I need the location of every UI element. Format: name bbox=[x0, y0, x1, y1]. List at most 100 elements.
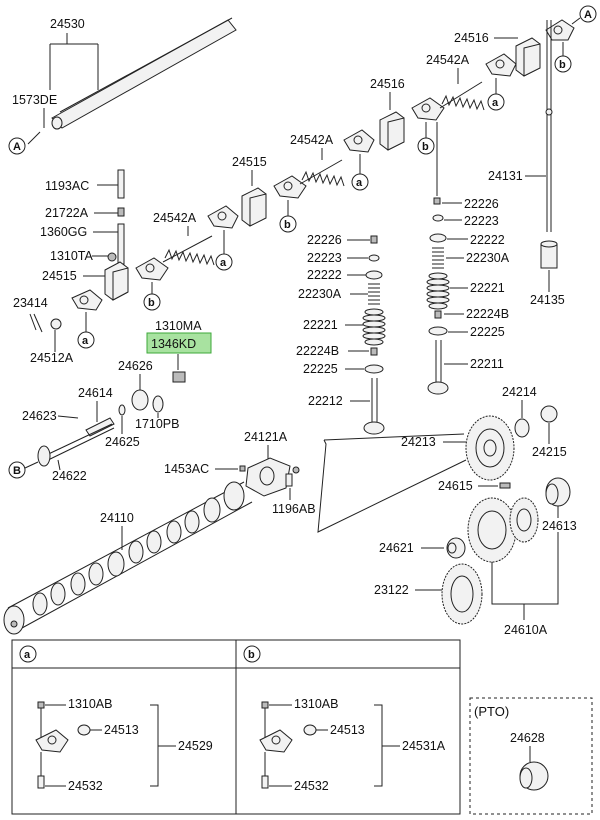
label-24121A[interactable]: 24121A bbox=[244, 430, 288, 444]
collar-24628[interactable] bbox=[519, 761, 549, 791]
label-24513-b[interactable]: 24513 bbox=[330, 723, 365, 737]
label-24214[interactable]: 24214 bbox=[502, 385, 537, 399]
rocker-shaft-24530[interactable] bbox=[51, 17, 237, 130]
valve-22212[interactable] bbox=[363, 378, 385, 435]
cam-gear-24213[interactable] bbox=[465, 415, 515, 481]
rocker-arm-a-mid[interactable] bbox=[207, 205, 239, 229]
valve-spring-22221-left[interactable] bbox=[362, 308, 386, 346]
label-1710PB[interactable]: 1710PB bbox=[135, 417, 179, 431]
rocker-arm-a-upper[interactable] bbox=[343, 129, 375, 153]
label-22223-left[interactable]: 22223 bbox=[307, 251, 342, 265]
inset-a-header: a bbox=[19, 645, 37, 663]
label-24131[interactable]: 24131 bbox=[488, 169, 523, 183]
label-22224B-left[interactable]: 22224B bbox=[296, 344, 339, 358]
label-23414[interactable]: 23414 bbox=[13, 296, 48, 310]
label-24110[interactable]: 24110 bbox=[100, 511, 134, 525]
spring-24542A-mid[interactable] bbox=[299, 159, 345, 187]
label-24542A-lower[interactable]: 24542A bbox=[153, 211, 197, 225]
camshaft-24110[interactable] bbox=[3, 481, 253, 635]
label-24626[interactable]: 24626 bbox=[118, 359, 153, 373]
label-1346KD[interactable]: 1346KD bbox=[151, 337, 196, 351]
label-22211[interactable]: 22211 bbox=[470, 357, 504, 371]
label-24532-a[interactable]: 24532 bbox=[68, 779, 103, 793]
push-rod-24131[interactable] bbox=[545, 20, 553, 232]
bracket-24515-upper[interactable] bbox=[241, 187, 267, 227]
spring-24542A-upper[interactable] bbox=[439, 81, 485, 111]
label-1573DE[interactable]: 1573DE bbox=[12, 93, 57, 107]
label-24532-b[interactable]: 24532 bbox=[294, 779, 329, 793]
label-23122[interactable]: 23122 bbox=[374, 583, 409, 597]
label-24135[interactable]: 24135 bbox=[530, 293, 565, 307]
rocker-arm-a-lower[interactable] bbox=[71, 289, 103, 311]
label-24515-lower[interactable]: 24515 bbox=[42, 269, 77, 283]
spring-24542A-lower[interactable] bbox=[162, 235, 215, 266]
label-24628[interactable]: 24628 bbox=[510, 731, 545, 745]
label-22222-right[interactable]: 22222 bbox=[470, 233, 505, 247]
label-24516-top[interactable]: 24516 bbox=[454, 31, 489, 45]
label-22230A-left[interactable]: 22230A bbox=[298, 287, 342, 301]
idler-shaft-24622[interactable] bbox=[37, 423, 115, 467]
rocker-arm-b-upper[interactable] bbox=[411, 97, 445, 121]
bracket-24516-top[interactable] bbox=[515, 37, 541, 77]
label-22226-right[interactable]: 22226 bbox=[464, 197, 499, 211]
rocker-arm-24531A[interactable] bbox=[259, 729, 293, 753]
bearing-24621[interactable] bbox=[446, 537, 466, 559]
label-22225-right[interactable]: 22225 bbox=[470, 325, 505, 339]
label-22230A-right[interactable]: 22230A bbox=[466, 251, 510, 265]
label-1453AC[interactable]: 1453AC bbox=[164, 462, 209, 476]
label-24542A-upper[interactable]: 24542A bbox=[426, 53, 470, 67]
label-24625[interactable]: 24625 bbox=[105, 435, 140, 449]
valve-spring-22230A-left[interactable] bbox=[368, 283, 380, 305]
label-24623[interactable]: 24623 bbox=[22, 409, 57, 423]
label-1193AC[interactable]: 1193AC bbox=[45, 179, 89, 193]
label-22221-left[interactable]: 22221 bbox=[303, 318, 338, 332]
label-24621[interactable]: 24621 bbox=[379, 541, 414, 555]
rocker-arm-b-lower[interactable] bbox=[135, 257, 169, 281]
label-24622[interactable]: 24622 bbox=[52, 469, 87, 483]
label-24516-mid[interactable]: 24516 bbox=[370, 77, 405, 91]
bracket-24516-mid[interactable] bbox=[379, 111, 405, 151]
collar-24613[interactable] bbox=[545, 477, 571, 507]
label-24529[interactable]: 24529 bbox=[178, 739, 213, 753]
label-1310MA[interactable]: 1310MA bbox=[155, 319, 202, 333]
svg-text:a: a bbox=[24, 649, 31, 661]
label-24515-upper[interactable]: 24515 bbox=[232, 155, 267, 169]
label-22224B-right[interactable]: 22224B bbox=[466, 307, 509, 321]
label-22223-right[interactable]: 22223 bbox=[464, 214, 499, 228]
label-1310TA[interactable]: 1310TA bbox=[50, 249, 94, 263]
rocker-arm-a-top[interactable] bbox=[485, 53, 517, 77]
label-24213[interactable]: 24213 bbox=[401, 435, 436, 449]
label-21722A[interactable]: 21722A bbox=[45, 206, 89, 220]
label-1310AB-a[interactable]: 1310AB bbox=[68, 697, 112, 711]
label-24610A[interactable]: 24610A bbox=[504, 623, 548, 637]
label-1310AB-b[interactable]: 1310AB bbox=[294, 697, 338, 711]
label-24542A-mid[interactable]: 24542A bbox=[290, 133, 334, 147]
tappet-24135[interactable] bbox=[540, 240, 558, 269]
label-24613[interactable]: 24613 bbox=[542, 519, 577, 533]
label-24614[interactable]: 24614 bbox=[78, 386, 113, 400]
label-24513-a[interactable]: 24513 bbox=[104, 723, 139, 737]
label-24530[interactable]: 24530 bbox=[50, 17, 85, 31]
svg-text:b: b bbox=[559, 59, 566, 71]
label-24615[interactable]: 24615 bbox=[438, 479, 473, 493]
rocker-arm-b-top[interactable] bbox=[545, 19, 575, 41]
rocker-arm-24529[interactable] bbox=[35, 729, 69, 753]
idler-gear-24610A[interactable] bbox=[467, 497, 539, 563]
label-22225-left[interactable]: 22225 bbox=[303, 362, 338, 376]
label-1360GG[interactable]: 1360GG bbox=[40, 225, 87, 239]
label-1196AB[interactable]: 1196AB bbox=[272, 502, 316, 516]
marker-a-lower: a bbox=[77, 331, 95, 349]
valve-22211[interactable] bbox=[427, 340, 449, 395]
valve-spring-22221-right[interactable] bbox=[426, 272, 450, 310]
label-24215[interactable]: 24215 bbox=[532, 445, 567, 459]
label-22221-right[interactable]: 22221 bbox=[470, 281, 505, 295]
valve-spring-22230A-right[interactable] bbox=[432, 247, 444, 269]
label-24531A[interactable]: 24531A bbox=[402, 739, 446, 753]
label-22226-left[interactable]: 22226 bbox=[307, 233, 342, 247]
rocker-arm-b-mid[interactable] bbox=[273, 175, 307, 199]
label-24512A[interactable]: 24512A bbox=[30, 351, 74, 365]
label-22222-left[interactable]: 22222 bbox=[307, 268, 342, 282]
gear-23122[interactable] bbox=[441, 563, 483, 625]
bracket-24515-lower[interactable] bbox=[104, 261, 129, 301]
label-22212[interactable]: 22212 bbox=[308, 394, 343, 408]
